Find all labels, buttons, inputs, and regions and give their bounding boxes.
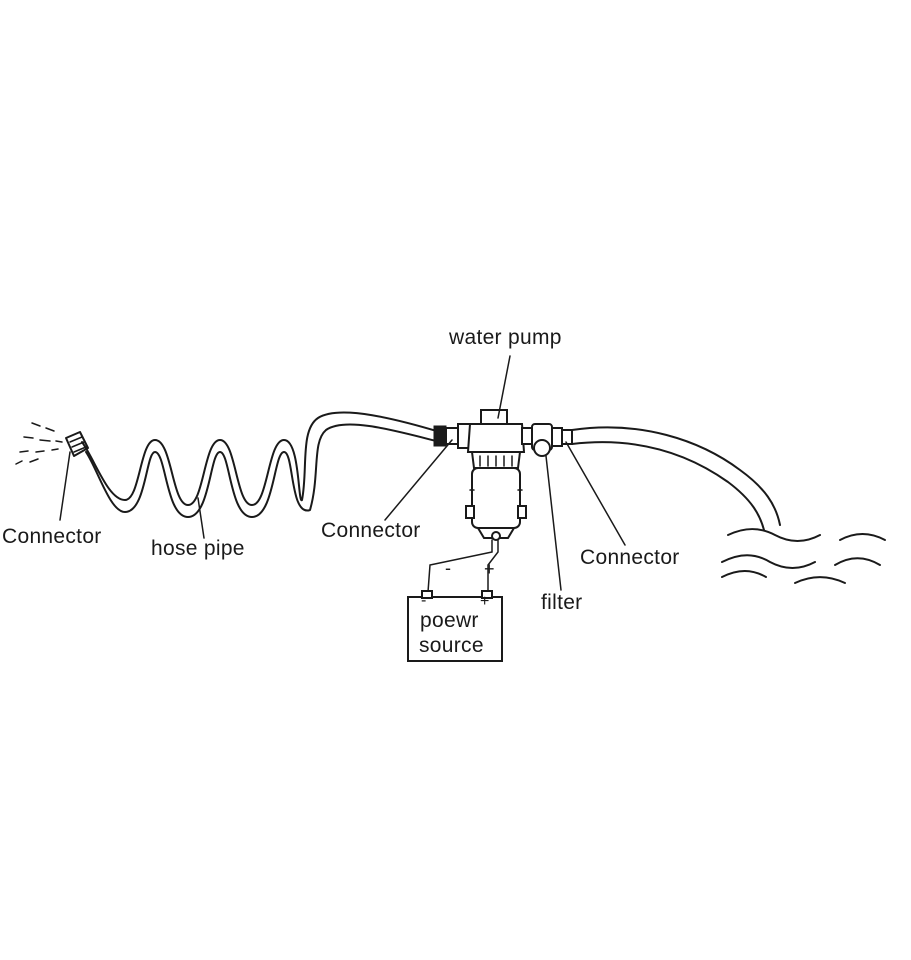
plus-wire-sign: +	[484, 559, 495, 579]
hose-pipe	[81, 411, 441, 518]
power-source-box	[407, 590, 503, 662]
water-pump-label: water pump	[449, 326, 562, 349]
pump-motor	[465, 467, 527, 541]
suction-hose	[571, 426, 781, 531]
hose-pipe-label: hose pipe	[151, 537, 245, 560]
plus-terminal-sign: +	[480, 593, 490, 610]
leader-lines	[59, 355, 626, 591]
minus-wire-sign: -	[445, 558, 452, 578]
connector-left-label: Connector	[2, 525, 102, 548]
outlet-connector	[433, 423, 473, 449]
filter-label: filter	[541, 591, 583, 614]
power-source-label-line2: source	[419, 634, 484, 657]
filter-assembly	[521, 423, 573, 457]
connector-middle-label: Connector	[321, 519, 421, 542]
power-source-label-line1: poewr	[420, 609, 479, 632]
connector-right-label: Connector	[580, 546, 680, 569]
water-waves	[721, 528, 886, 584]
spray-nozzle	[65, 431, 89, 457]
power-wires	[427, 539, 499, 593]
pump-head	[466, 409, 526, 469]
minus-terminal-sign: -	[421, 592, 427, 609]
water-spray	[15, 422, 63, 465]
